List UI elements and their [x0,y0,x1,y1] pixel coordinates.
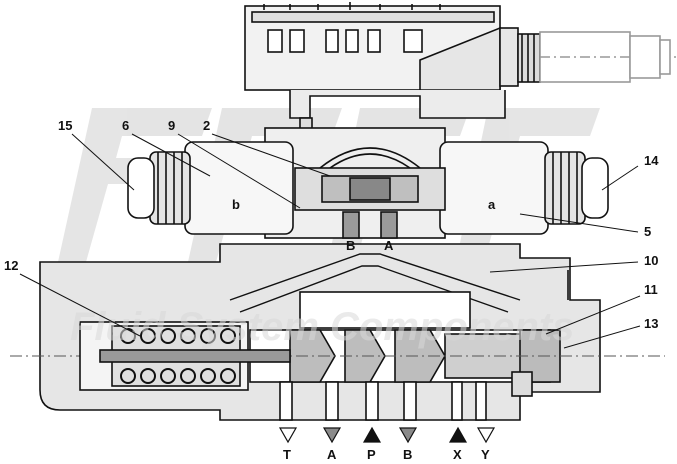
leader-lines [19,133,641,349]
callout-14: 14 [644,153,659,168]
port-t-triangle-icon [278,427,298,444]
port-label-x: X [453,447,462,462]
callout-10: 10 [644,253,658,268]
pilot-port-label-a: A [384,238,394,253]
callout-5: 5 [644,224,651,239]
port-label-b: B [403,447,412,462]
port-symbols [278,426,496,444]
port-label-a: A [327,447,337,462]
pilot-valve [127,127,609,239]
port-label-p: P [367,447,376,462]
solenoid-label-b: b [232,197,240,212]
solenoid-label-a: a [488,197,496,212]
port-b-triangle-icon [398,427,418,444]
watermark-text: Fluid System Components [70,305,575,349]
electronics-housing [244,2,677,135]
port-a-triangle-icon [322,427,342,444]
callout-9: 9 [168,118,175,133]
callout-11: 11 [644,282,658,297]
port-label-y: Y [481,447,490,462]
callout-13: 13 [644,316,658,331]
port-p-triangle-icon [362,426,382,443]
callout-12: 12 [4,258,18,273]
port-x-triangle-icon [448,426,468,443]
port-label-t: T [283,447,291,462]
callout-2: 2 [203,118,210,133]
main-valve-body [10,243,665,421]
callout-15: 15 [58,118,72,133]
pilot-port-label-b: B [346,238,355,253]
port-y-triangle-icon [476,427,496,444]
callout-6: 6 [122,118,129,133]
